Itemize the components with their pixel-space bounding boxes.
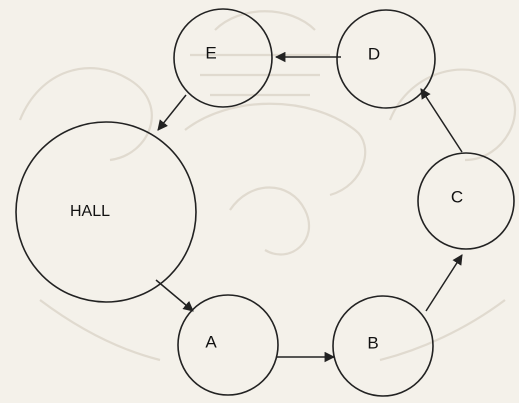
- node-b-label: B: [367, 333, 378, 352]
- edge-c-to-d: [421, 89, 462, 152]
- edge-hall-to-a: [156, 280, 193, 311]
- edge-b-to-c: [426, 255, 462, 311]
- node-c: C: [418, 153, 514, 249]
- node-d-circle: [337, 10, 435, 108]
- node-b: B: [333, 296, 433, 396]
- node-e-label: E: [205, 43, 216, 62]
- node-a: A: [178, 295, 278, 395]
- node-hall: HALL: [16, 122, 196, 302]
- node-hall-label: HALL: [70, 203, 110, 220]
- background-seal-watermark: [20, 11, 515, 360]
- node-a-label: A: [205, 332, 217, 351]
- node-a-circle: [178, 295, 278, 395]
- node-d: D: [337, 10, 435, 108]
- node-c-label: C: [451, 187, 463, 206]
- node-c-circle: [418, 153, 514, 249]
- node-b-circle: [333, 296, 433, 396]
- edge-e-to-hall: [158, 95, 186, 130]
- node-d-label: D: [368, 44, 380, 63]
